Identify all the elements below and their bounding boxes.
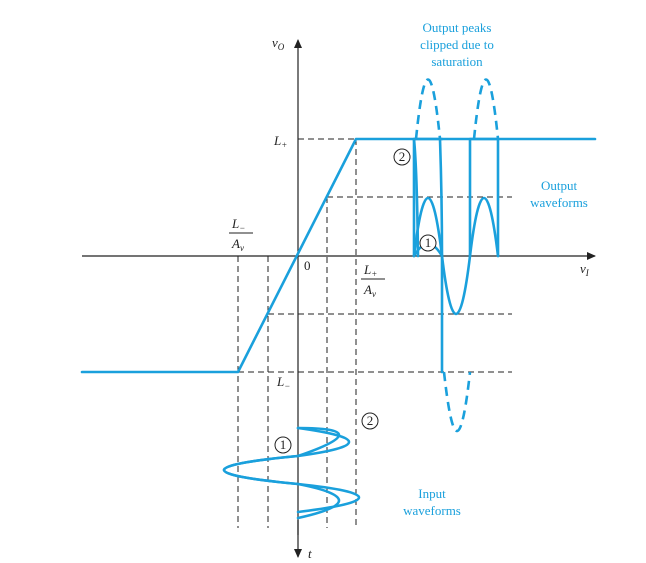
marker-2-top: 2 — [393, 148, 411, 166]
origin-label: 0 — [304, 258, 311, 273]
marker-1-top: 1 — [419, 234, 437, 252]
fraction-l-plus-over-av: L+ Av — [361, 262, 385, 299]
clipped-annotation: Output peaks clipped due to saturation — [420, 20, 494, 69]
svg-text:1: 1 — [425, 235, 432, 250]
svg-text:Av: Av — [363, 282, 376, 299]
input-waveforms-annotation: Input waveforms — [403, 486, 461, 518]
l-plus-label: L+ — [273, 133, 287, 150]
l-minus-label: L− — [276, 374, 290, 391]
svg-text:Output: Output — [541, 178, 578, 193]
svg-text:Av: Av — [231, 236, 244, 253]
vo-axis-label: vO — [272, 35, 285, 52]
svg-text:2: 2 — [367, 413, 374, 428]
output-waveforms — [412, 78, 500, 432]
guide-lines — [237, 138, 512, 528]
svg-text:L−: L− — [231, 216, 245, 233]
svg-text:waveforms: waveforms — [530, 195, 588, 210]
svg-text:waveforms: waveforms — [403, 503, 461, 518]
marker-1-bottom: 1 — [274, 436, 292, 454]
svg-text:2: 2 — [399, 149, 406, 164]
marker-2-bottom: 2 — [361, 412, 379, 430]
svg-text:saturation: saturation — [431, 54, 483, 69]
output-waveforms-annotation: Output waveforms — [530, 178, 588, 210]
clipped-peak-dashed — [414, 78, 500, 432]
svg-text:Input: Input — [418, 486, 446, 501]
input-waveforms — [223, 426, 361, 520]
t-axis-label: t — [308, 546, 312, 561]
svg-text:L+: L+ — [363, 262, 377, 279]
vi-axis-label: vI — [580, 261, 590, 278]
fraction-l-minus-over-av: L− Av — [229, 216, 253, 253]
svg-text:clipped due to: clipped due to — [420, 37, 494, 52]
svg-text:Output peaks: Output peaks — [423, 20, 492, 35]
svg-text:1: 1 — [280, 437, 287, 452]
